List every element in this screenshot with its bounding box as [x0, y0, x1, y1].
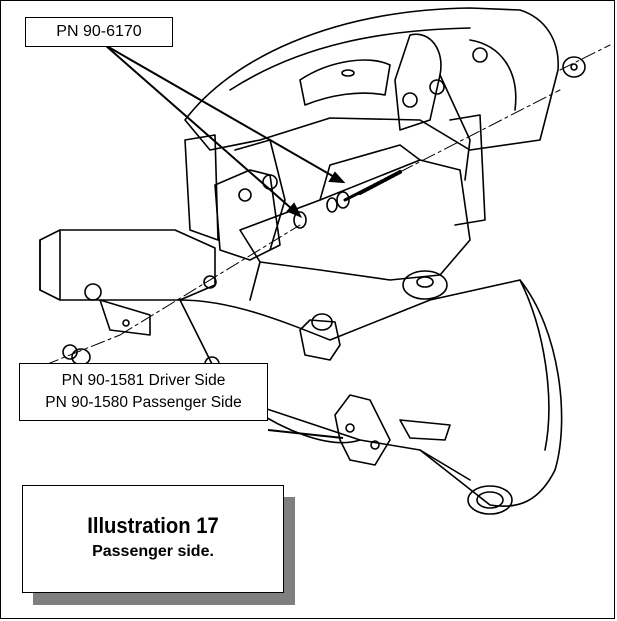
bracket-left: [214, 169, 281, 261]
caption-title: Illustration 17: [87, 513, 219, 538]
caption-subtitle: Passenger side.: [92, 543, 214, 560]
frame-rail: [39, 229, 216, 301]
ball-joint-bracket: [334, 394, 391, 466]
part-number-callout-bracket: PN 90-1581 Driver Side PN 90-1580 Passen…: [19, 363, 268, 421]
bracket-driver-label: PN 90-1581 Driver Side: [61, 372, 226, 389]
leader-arrow-3: [267, 429, 344, 439]
bracket-right: [394, 33, 442, 131]
upper-frame-outline: [184, 7, 559, 151]
part-number-callout-bolt: PN 90-6170: [25, 17, 173, 47]
leader-arrow-1: [104, 44, 301, 217]
upper-control-arm: [239, 159, 471, 281]
illustration-caption: Illustration 17 Passenger side.: [22, 485, 284, 593]
leader-arrow-2: [104, 44, 344, 183]
lower-control-arm: [179, 279, 563, 507]
bracket-passenger-label: PN 90-1580 Passenger Side: [45, 394, 242, 411]
